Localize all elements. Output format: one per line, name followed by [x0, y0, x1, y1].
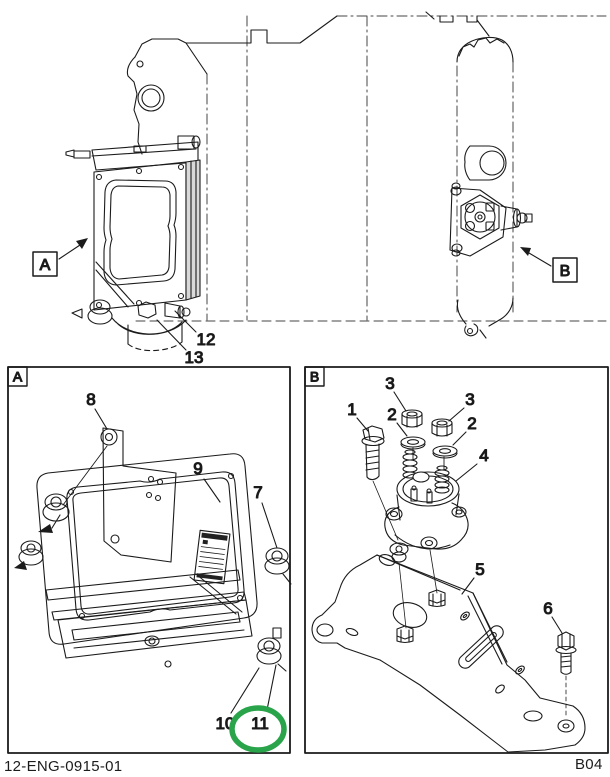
overview-engine-drawing: 12 13 A — [32, 11, 607, 368]
detail-b-letter: B — [310, 369, 319, 385]
callout-8-label: 8 — [86, 390, 95, 409]
callout-3b: 3 — [448, 389, 475, 422]
isolator-bushings — [14, 493, 292, 672]
view-b-letter: B — [560, 263, 571, 280]
callout-7: 7 — [253, 482, 278, 549]
callout-5-label: 5 — [475, 560, 484, 579]
callout-2b-label: 2 — [467, 414, 476, 433]
view-label-b: B — [520, 247, 578, 283]
detail-view-b: B — [304, 366, 609, 754]
callout-6: 6 — [543, 598, 563, 634]
callout-1: 1 — [347, 399, 369, 432]
detail-a-border — [7, 366, 291, 754]
arrowhead — [76, 238, 88, 249]
callout-7-label: 7 — [253, 483, 262, 502]
callout-1-label: 1 — [347, 400, 356, 419]
callout-11: 11 — [229, 664, 287, 753]
page-code: B04 — [575, 756, 603, 773]
callout-4: 4 — [455, 445, 489, 482]
ecm-sticker — [193, 529, 231, 585]
callout-4-label: 4 — [479, 446, 488, 465]
nut-3a-drawing — [401, 409, 423, 428]
view-label-a: A — [32, 238, 88, 277]
callout-2b: 2 — [452, 413, 477, 446]
ecm-detail-drawing — [14, 427, 292, 672]
callout-6-label: 6 — [543, 599, 552, 618]
bolt-1-drawing — [361, 425, 399, 541]
phantom-lines — [206, 15, 607, 321]
callout-2a-label: 2 — [387, 405, 396, 424]
bracket-drawing — [311, 554, 586, 753]
washer-2b-drawing — [432, 445, 458, 470]
highlight-circle — [229, 705, 287, 753]
arrowhead — [520, 247, 531, 256]
ecm-assembly-overview — [65, 135, 201, 352]
detail-b-labelbox — [304, 366, 325, 387]
detail-b-border — [304, 366, 609, 754]
solenoid-drawing — [384, 449, 469, 629]
callout-13-label: 13 — [185, 348, 204, 367]
view-a-letter: A — [40, 257, 51, 274]
callout-12: 12 — [174, 310, 216, 350]
detail-a-letter: A — [13, 369, 23, 385]
leader-line — [156, 319, 187, 351]
callout-9-label: 9 — [193, 459, 202, 478]
washer-2a-drawing — [400, 436, 426, 460]
rear-housing — [449, 36, 533, 339]
nut-3b-drawing — [431, 418, 453, 437]
callout-3b-label: 3 — [465, 390, 474, 409]
leader-line — [174, 310, 197, 333]
callout-9: 9 — [193, 458, 221, 503]
callout-3a: 3 — [385, 373, 407, 412]
callout-13: 13 — [156, 319, 204, 368]
detail-view-a: A — [7, 366, 292, 754]
engine-top-outline — [134, 11, 490, 75]
callout-5: 5 — [461, 559, 485, 595]
callout-3a-label: 3 — [385, 374, 394, 393]
callout-8: 8 — [86, 389, 108, 430]
figure-code: 12-ENG-0915-01 — [4, 758, 123, 775]
bolt-6-drawing — [555, 631, 577, 719]
detail-a-labelbox — [7, 366, 28, 387]
front-cover — [126, 56, 165, 155]
callout-12-label: 12 — [197, 330, 216, 349]
callout-11-label: 11 — [251, 714, 269, 733]
callout-2a: 2 — [387, 404, 408, 437]
